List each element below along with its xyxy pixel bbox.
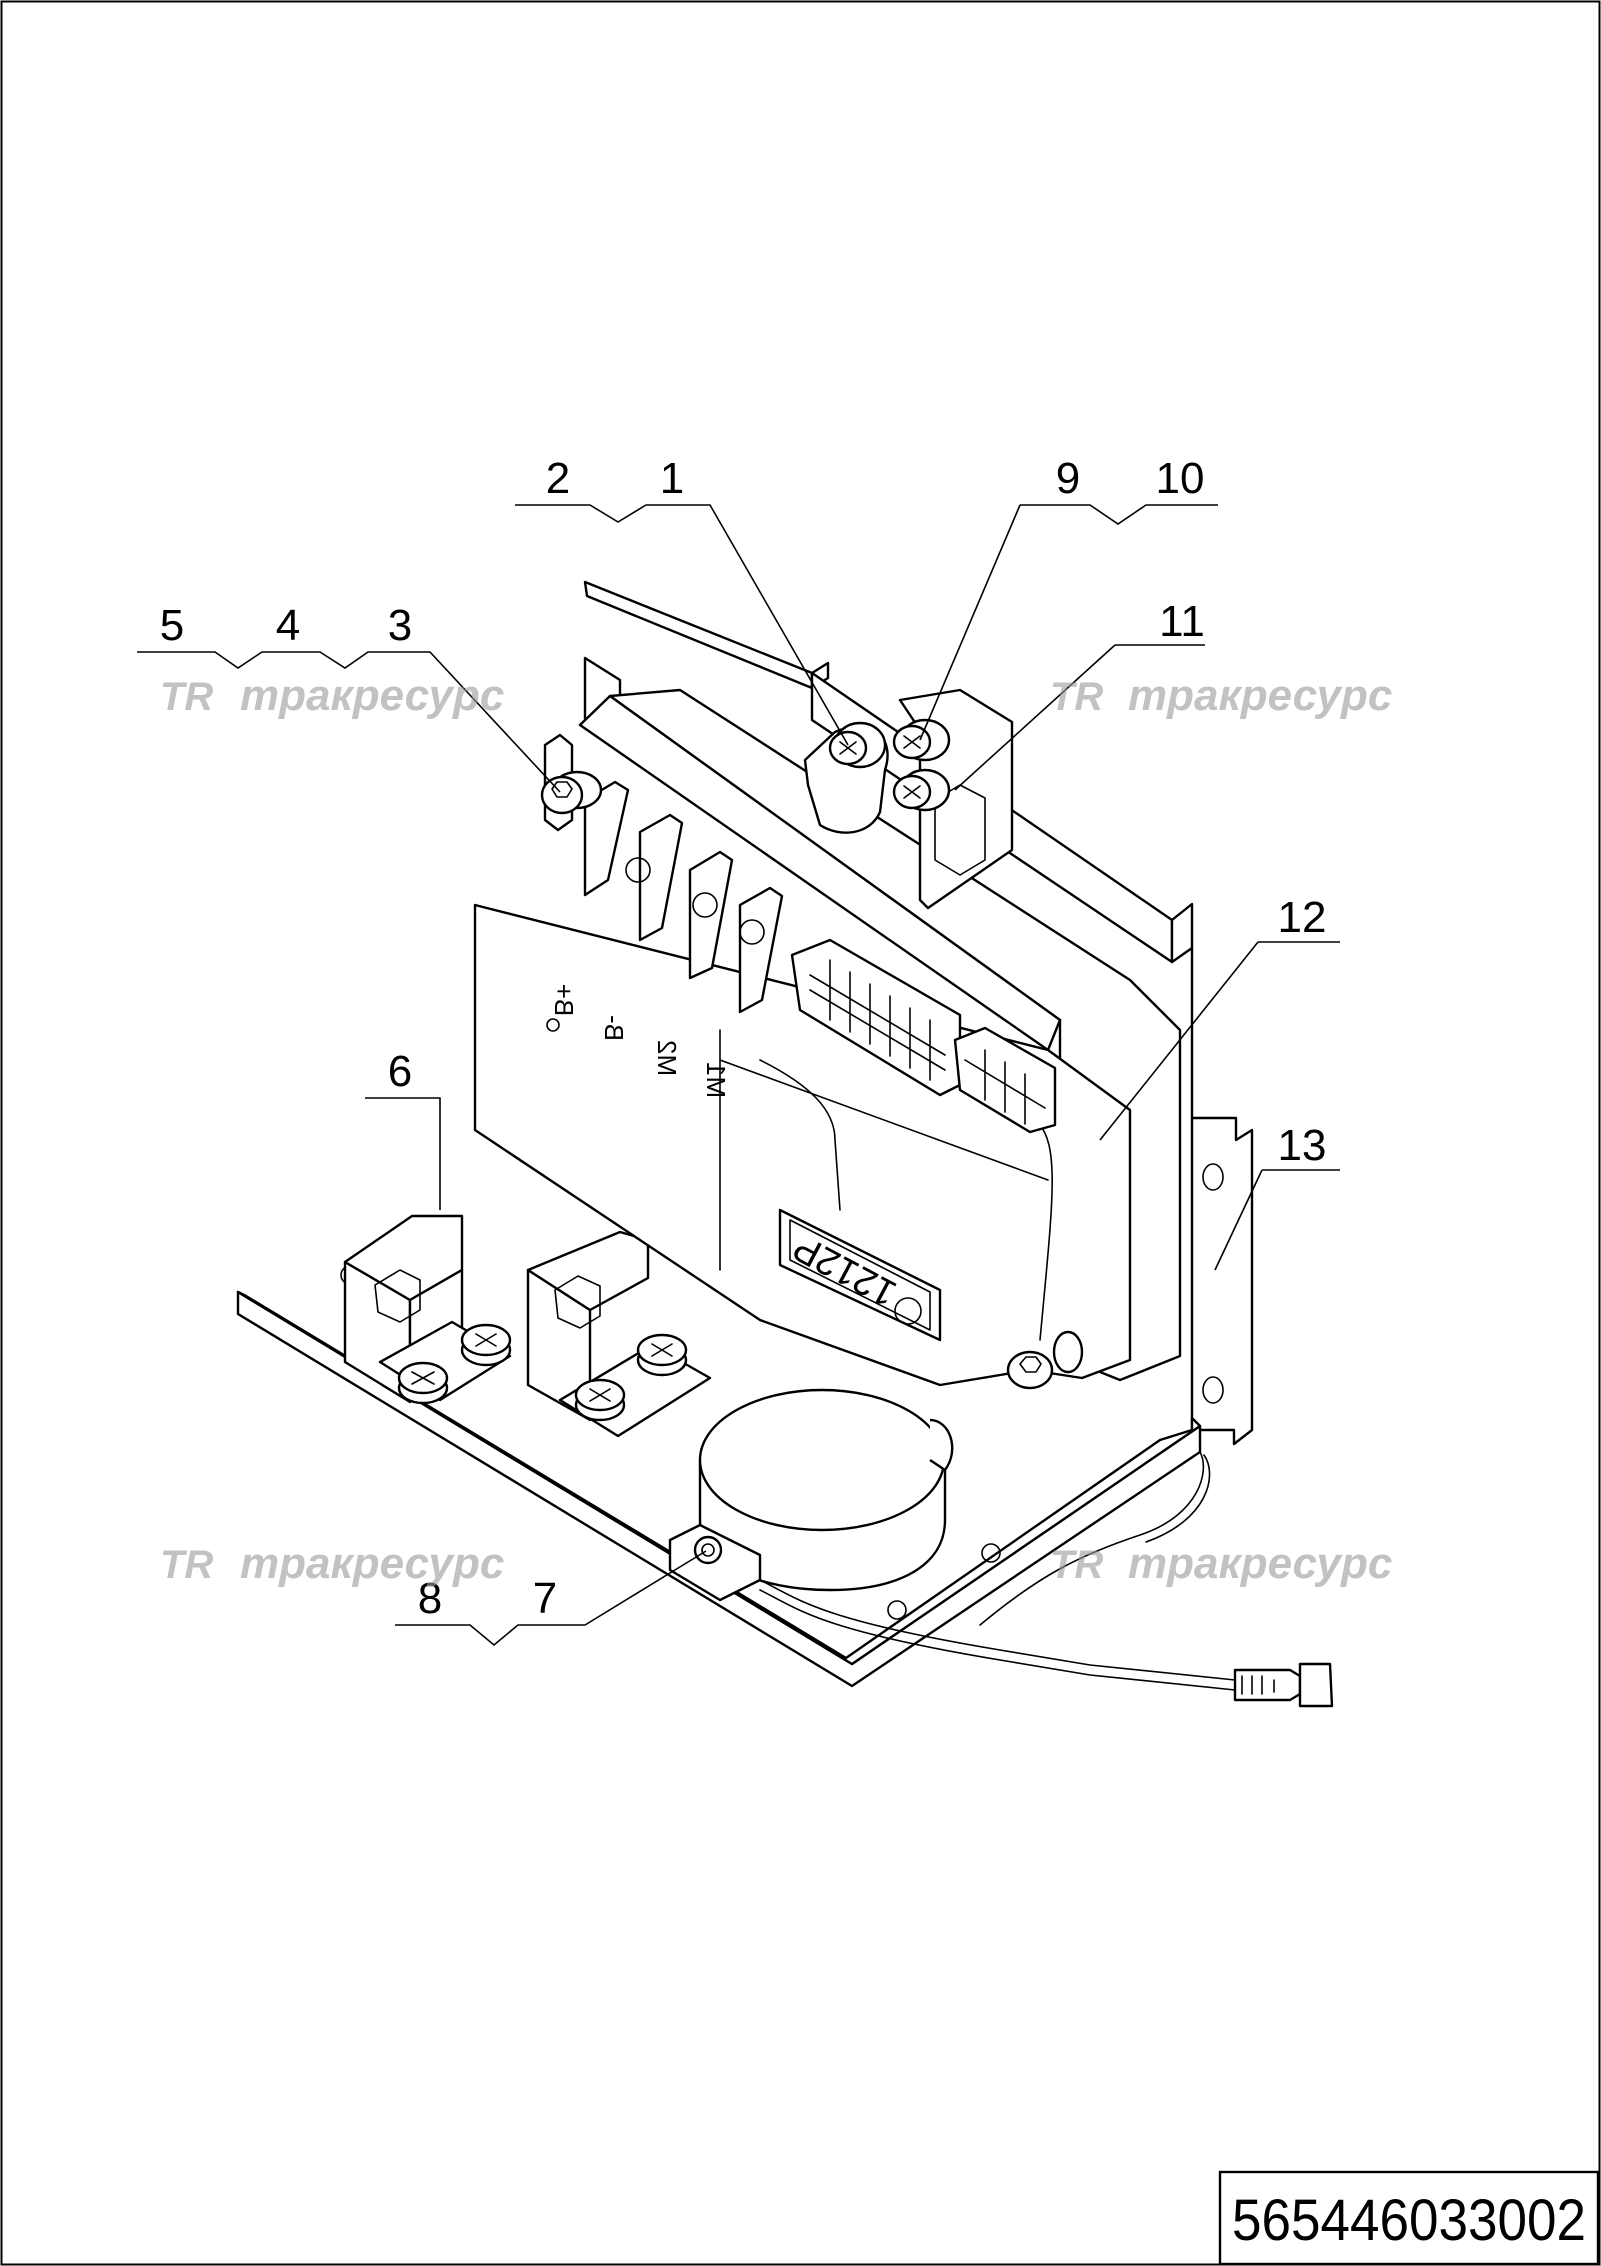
ground-bracket [892, 688, 1014, 910]
watermark-text: тракресурс [1128, 671, 1392, 720]
watermark-logo: TR [1050, 1543, 1103, 1587]
controller-assembly-illustration: 1212P B+ B- M2 M1 [236, 580, 1334, 1708]
watermark-text: тракресурс [240, 1539, 504, 1588]
callout-10: 10 [1156, 454, 1205, 503]
terminal-labels: B+ B- M2 M1 [549, 984, 731, 1098]
watermark-logo: TR [160, 675, 213, 719]
terminal-label-m2: M2 [652, 1040, 682, 1076]
terminal-label-b-plus: B+ [549, 984, 579, 1017]
callout-8: 8 [418, 1574, 442, 1623]
watermark-bottom-right: TR тракресурс [1050, 1539, 1392, 1588]
terminal-label-b-minus: B- [599, 1015, 629, 1041]
bottom-fastener [1006, 1330, 1084, 1390]
power-terminals [583, 780, 784, 1014]
callout-11: 11 [1159, 597, 1205, 646]
drawing-number: 565446033002 [1232, 2188, 1586, 2253]
callout-4: 4 [276, 601, 300, 650]
terminal-label-m1: M1 [701, 1062, 731, 1098]
callout-7: 7 [533, 1574, 557, 1623]
callout-3: 3 [388, 601, 412, 650]
callout-2: 2 [546, 454, 570, 503]
watermark-top-left: TR тракресурс [160, 671, 504, 720]
callout-12: 12 [1278, 893, 1327, 942]
motor-controller: 1212P [473, 688, 1182, 1387]
leader-lines [137, 504, 1340, 1647]
watermark-bottom-left: TR тракресурс [160, 1539, 504, 1588]
callout-1: 1 [660, 454, 684, 503]
callout-13: 13 [1278, 1121, 1327, 1170]
bracket-middle [526, 1230, 712, 1438]
callout-9: 9 [1056, 454, 1080, 503]
bracket-left [343, 1214, 512, 1405]
cable-with-plug [759, 1451, 1334, 1708]
watermark-text: тракресурс [240, 671, 504, 720]
signal-connector-small [953, 1026, 1057, 1134]
buzzer [668, 1388, 954, 1602]
cable-clamp [803, 721, 889, 834]
watermark-text: тракресурс [1128, 1539, 1392, 1588]
watermark-top-right: TR тракресурс [1050, 671, 1392, 720]
callout-5: 5 [160, 601, 184, 650]
watermark-logo: TR [1050, 675, 1103, 719]
watermark-logo: TR [160, 1543, 213, 1587]
callout-numbers: 1 2 3 4 5 6 7 8 9 10 11 12 13 [160, 454, 1327, 1623]
screw-bolt-3 [540, 733, 603, 832]
drawing-number-box: 565446033002 [1218, 2170, 1600, 2266]
callout-6: 6 [388, 1047, 412, 1096]
